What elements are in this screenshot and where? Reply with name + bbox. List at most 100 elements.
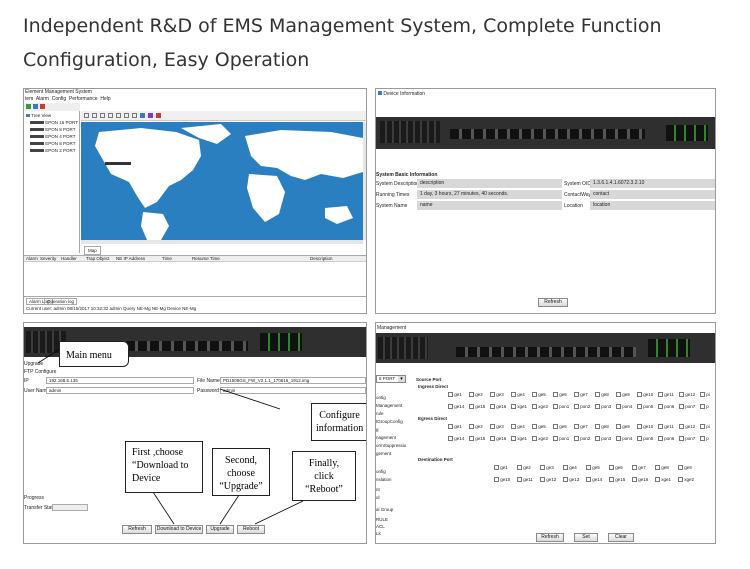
tree-root[interactable]: Tree View (26, 113, 51, 118)
port-checkbox-item[interactable]: ge7 (632, 465, 646, 471)
toolbar-icon[interactable] (116, 113, 121, 118)
checkbox[interactable] (540, 477, 545, 483)
checkbox[interactable] (490, 436, 495, 442)
port-checkbox-item[interactable]: ge9 (678, 465, 692, 471)
checkbox[interactable] (655, 477, 660, 483)
user-name-input[interactable]: admin (46, 387, 194, 394)
port-checkbox-item[interactable]: p (700, 436, 709, 442)
checkbox[interactable] (637, 424, 642, 430)
checkbox[interactable] (553, 392, 558, 398)
checkbox[interactable] (632, 477, 637, 483)
port-checkbox-item[interactable]: ge6 (553, 424, 567, 430)
checkbox[interactable] (637, 404, 642, 410)
port-checkbox-item[interactable]: ge2 (469, 424, 483, 430)
tree-item[interactable]: EPON 16 PORT (30, 120, 78, 125)
toolbar-icon[interactable] (132, 113, 137, 118)
set-button[interactable]: Set (574, 533, 598, 542)
checkbox[interactable] (658, 424, 663, 430)
sidebar-item[interactable]: onfig (376, 469, 386, 474)
checkbox[interactable] (563, 465, 568, 471)
port-checkbox-item[interactable]: ge3 (490, 424, 504, 430)
toolbar-icon[interactable] (40, 104, 45, 109)
toolbar-icon[interactable] (92, 113, 97, 118)
port-checkbox-item[interactable]: ge11 (658, 392, 674, 398)
checkbox[interactable] (637, 392, 642, 398)
port-checkbox-item[interactable]: pon5 (637, 436, 653, 442)
sidebar-item[interactable]: ontig (376, 395, 386, 400)
checkbox[interactable] (553, 404, 558, 410)
checkbox[interactable] (448, 404, 453, 410)
port-checkbox-item[interactable]: ge10 (637, 392, 653, 398)
sidebar-item[interactable]: ACL (376, 524, 385, 529)
port-checkbox-item[interactable]: pon1 (553, 436, 569, 442)
port-checkbox-item[interactable]: ge10 (637, 424, 653, 430)
checkbox[interactable] (490, 424, 495, 430)
port-checkbox-item[interactable]: pon1 (553, 404, 569, 410)
toolbar-icon[interactable] (108, 113, 113, 118)
checkbox[interactable] (517, 465, 522, 471)
port-checkbox-item[interactable]: xge2 (532, 404, 548, 410)
port-checkbox-item[interactable]: ge4 (511, 424, 525, 430)
checkbox[interactable] (532, 424, 537, 430)
checkbox[interactable] (658, 404, 663, 410)
download-to-device-button[interactable]: Download to Device (155, 525, 203, 534)
checkbox[interactable] (700, 436, 705, 442)
checkbox[interactable] (469, 424, 474, 430)
checkbox[interactable] (655, 465, 660, 471)
port-checkbox-item[interactable]: ge15 (469, 404, 485, 410)
map-tab[interactable]: Map (84, 246, 101, 255)
port-checkbox-item[interactable]: pi (700, 392, 710, 398)
toolbar-icon[interactable] (140, 113, 145, 118)
map-scroll-h[interactable] (81, 240, 363, 244)
menu-alarm[interactable]: Alarm (35, 96, 49, 102)
sidebar-item[interactable]: nt (376, 487, 380, 492)
port-checkbox-item[interactable]: ge1 (448, 392, 462, 398)
port-checkbox-item[interactable]: pon7 (679, 404, 695, 410)
checkbox[interactable] (679, 392, 684, 398)
checkbox[interactable] (609, 465, 614, 471)
clear-button[interactable]: Clear (608, 533, 634, 542)
sidebar-item[interactable]: nagement (376, 435, 397, 440)
tree-item[interactable]: EPON 8 PORT (30, 141, 75, 146)
port-checkbox-item[interactable]: ge2 (469, 392, 483, 398)
port-checkbox-item[interactable]: ge5 (532, 424, 546, 430)
port-checkbox-item[interactable]: ge12 (679, 392, 695, 398)
checkbox[interactable] (609, 477, 614, 483)
checkbox[interactable] (563, 477, 568, 483)
toolbar-icon[interactable] (156, 113, 161, 118)
port-checkbox-item[interactable]: xge1 (655, 477, 671, 483)
port-checkbox-item[interactable]: ge3 (490, 392, 504, 398)
tab-alarm-log[interactable]: Alarm Log (26, 298, 53, 305)
checkbox[interactable] (532, 404, 537, 410)
checkbox[interactable] (490, 392, 495, 398)
menu-help[interactable]: Help (100, 96, 111, 102)
toolbar-icon[interactable] (148, 113, 153, 118)
menu-config[interactable]: Config (51, 96, 67, 102)
checkbox[interactable] (700, 424, 705, 430)
checkbox[interactable] (448, 392, 453, 398)
sidebar-item[interactable]: Management (376, 403, 403, 408)
port-checkbox-item[interactable]: ge16 (490, 404, 506, 410)
port-checkbox-item[interactable]: ge14 (586, 477, 602, 483)
checkbox[interactable] (586, 477, 591, 483)
checkbox[interactable] (595, 424, 600, 430)
checkbox[interactable] (616, 436, 621, 442)
checkbox[interactable] (511, 392, 516, 398)
checkbox[interactable] (494, 477, 499, 483)
port-checkbox-item[interactable]: ge5 (532, 392, 546, 398)
port-checkbox-item[interactable]: ge11 (517, 477, 533, 483)
ip-input[interactable]: 192.168.5.135 (46, 377, 194, 384)
port-checkbox-item[interactable]: ge1 (494, 465, 508, 471)
checkbox[interactable] (490, 404, 495, 410)
sidebar-item[interactable]: RULE (376, 517, 389, 522)
tab-operation-log[interactable]: Operation log (44, 298, 78, 305)
port-checkbox-item[interactable]: ge8 (595, 392, 609, 398)
menu-performance[interactable]: Performance (68, 96, 98, 102)
refresh-button[interactable]: Refresh (536, 533, 564, 542)
checkbox[interactable] (532, 392, 537, 398)
checkbox[interactable] (511, 404, 516, 410)
port-checkbox-item[interactable]: ge2 (517, 465, 531, 471)
checkbox[interactable] (616, 404, 621, 410)
port-checkbox-item[interactable]: ge10 (494, 477, 510, 483)
port-checkbox-item[interactable]: ge5 (586, 465, 600, 471)
